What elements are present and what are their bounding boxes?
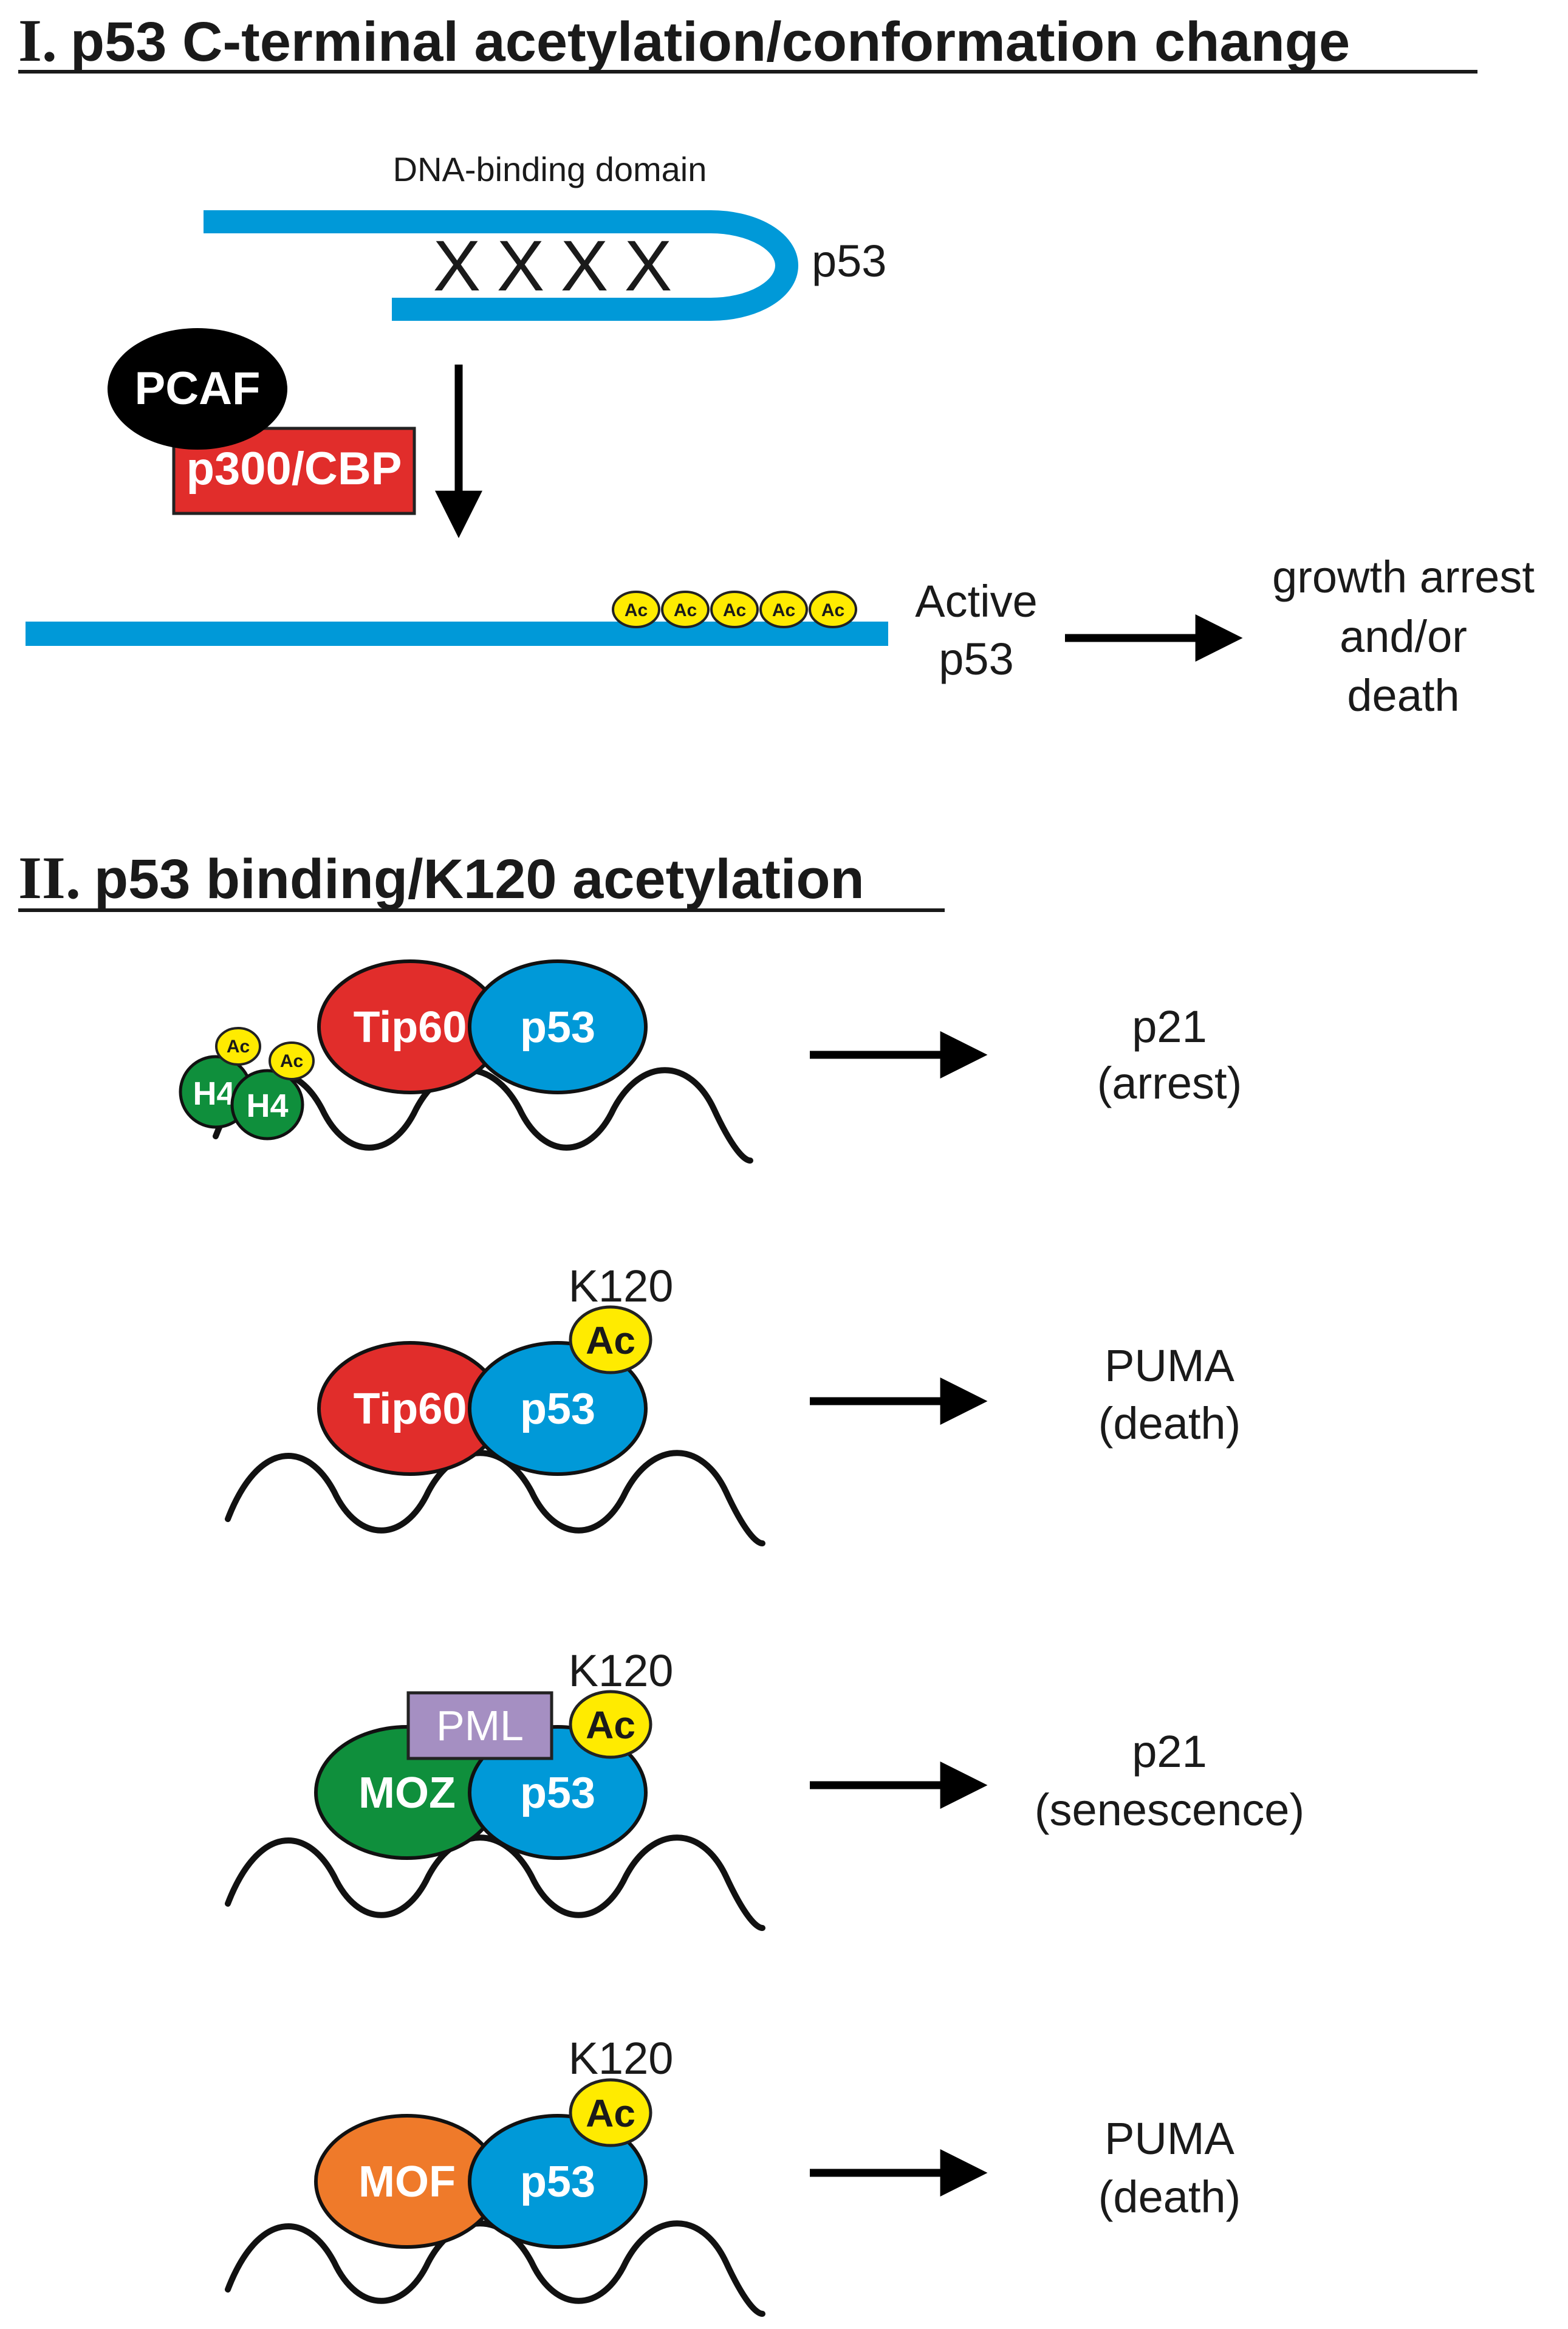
dna-binding-domain-label: DNA-binding domain — [393, 150, 707, 188]
inactive-p53-hairpin — [204, 210, 798, 321]
p53-oval-label: p53 — [520, 1385, 595, 1433]
outcome-line-1: PUMA — [1104, 1340, 1234, 1391]
pcaf-oval — [108, 328, 287, 450]
mof-label: MOF — [358, 2158, 456, 2206]
pml-box — [406, 1691, 553, 1760]
x-mark: X — [433, 226, 481, 306]
ac-label: Ac — [586, 2091, 635, 2135]
dna-helix — [228, 1837, 762, 1928]
outcome-line-2: (death) — [1098, 1398, 1241, 1449]
ac-circle — [710, 591, 759, 628]
row-3: MOZ p53 PML Ac K120 p21 (senescence) — [228, 1645, 1304, 1928]
section-2-title: p53 binding/K120 acetylation — [94, 848, 864, 910]
outcome-line-2: (senescence) — [1035, 1785, 1304, 1835]
pcaf-label: PCAF — [135, 363, 261, 414]
ac-marks: Ac Ac Ac Ac Ac — [612, 591, 857, 628]
row-1: Tip60 p53 H4 H4 Ac Ac p21 (arrest) — [179, 959, 1242, 1161]
x-mark: X — [625, 226, 673, 306]
pml-label: PML — [436, 1702, 524, 1749]
ac-label: Ac — [227, 1037, 250, 1057]
x-marks: X X X X — [433, 226, 673, 306]
tip60-label: Tip60 — [354, 1385, 467, 1433]
moz-label: MOZ — [358, 1769, 456, 1817]
ac-circle — [569, 2078, 652, 2147]
section-1-title: p53 C-terminal acetylation/conformation … — [70, 11, 1350, 73]
ac-circle — [215, 1027, 261, 1066]
histone-h4-label: H4 — [193, 1075, 235, 1112]
outcome-line-1: growth arrest — [1272, 552, 1535, 602]
k120-label: K120 — [569, 2033, 674, 2084]
histone-h4-oval — [230, 1069, 304, 1140]
row-4: MOF p53 Ac K120 PUMA (death) — [228, 2033, 1241, 2314]
ac-label: Ac — [723, 600, 746, 620]
ac-label: Ac — [772, 600, 795, 620]
histone-h4-label: H4 — [246, 1088, 288, 1124]
p53-oval — [468, 1341, 648, 1476]
outcome-line-1: p21 — [1132, 1001, 1207, 1052]
p53-label: p53 — [812, 236, 886, 286]
outcome-line-2: (arrest) — [1097, 1058, 1242, 1108]
svg-text:II. p53 binding/K120 ace: II. p53 binding/K120 acetylation — [18, 844, 864, 911]
p53-oval-label: p53 — [520, 2158, 595, 2206]
active-label-line-1: Active — [915, 576, 1038, 626]
x-mark: X — [497, 226, 545, 306]
ac-circle — [269, 1041, 315, 1080]
p53-oval — [468, 2114, 648, 2249]
outcome-line-3: death — [1347, 670, 1459, 721]
ac-circle — [809, 591, 857, 628]
outcome-line-2: and/or — [1340, 611, 1467, 662]
p53-oval — [468, 959, 648, 1094]
ac-circle — [661, 591, 710, 628]
outcome-line-2: (death) — [1098, 2172, 1241, 2222]
p300-cbp-label: p300/CBP — [187, 443, 402, 495]
ac-label: Ac — [821, 600, 844, 620]
row-2: Tip60 p53 Ac K120 PUMA (death) — [228, 1261, 1241, 1543]
x-mark: X — [561, 226, 609, 306]
dna-helix — [228, 2223, 762, 2314]
active-label-line-2: p53 — [939, 634, 1013, 684]
section-2-number: II. — [18, 844, 81, 911]
section-2: II. p53 binding/K120 acetylation Tip60 p… — [18, 844, 1304, 2314]
svg-text:I. p53 C-terminal acetyl: I. p53 C-terminal acetylation/conformati… — [18, 7, 1350, 74]
ac-circle — [612, 591, 660, 628]
k120-label: K120 — [569, 1261, 674, 1311]
section-1-number: I. — [18, 7, 57, 74]
ac-label: Ac — [280, 1051, 303, 1071]
ac-circle — [569, 1690, 652, 1759]
ac-label: Ac — [674, 600, 697, 620]
p53-oval-label: p53 — [520, 1769, 595, 1817]
ac-circle — [569, 1305, 652, 1374]
ac-label: Ac — [586, 1703, 635, 1747]
section-1: I. p53 C-terminal acetylation/conformati… — [18, 7, 1535, 721]
outcome-line-1: p21 — [1132, 1726, 1207, 1777]
p53-oval-label: p53 — [520, 1003, 595, 1052]
ac-circle — [759, 591, 808, 628]
ac-label: Ac — [625, 600, 648, 620]
tip60-label: Tip60 — [354, 1003, 467, 1052]
k120-label: K120 — [569, 1645, 674, 1696]
dna-helix — [228, 1453, 762, 1543]
ac-label: Ac — [586, 1319, 635, 1362]
outcome-line-1: PUMA — [1104, 2113, 1234, 2164]
